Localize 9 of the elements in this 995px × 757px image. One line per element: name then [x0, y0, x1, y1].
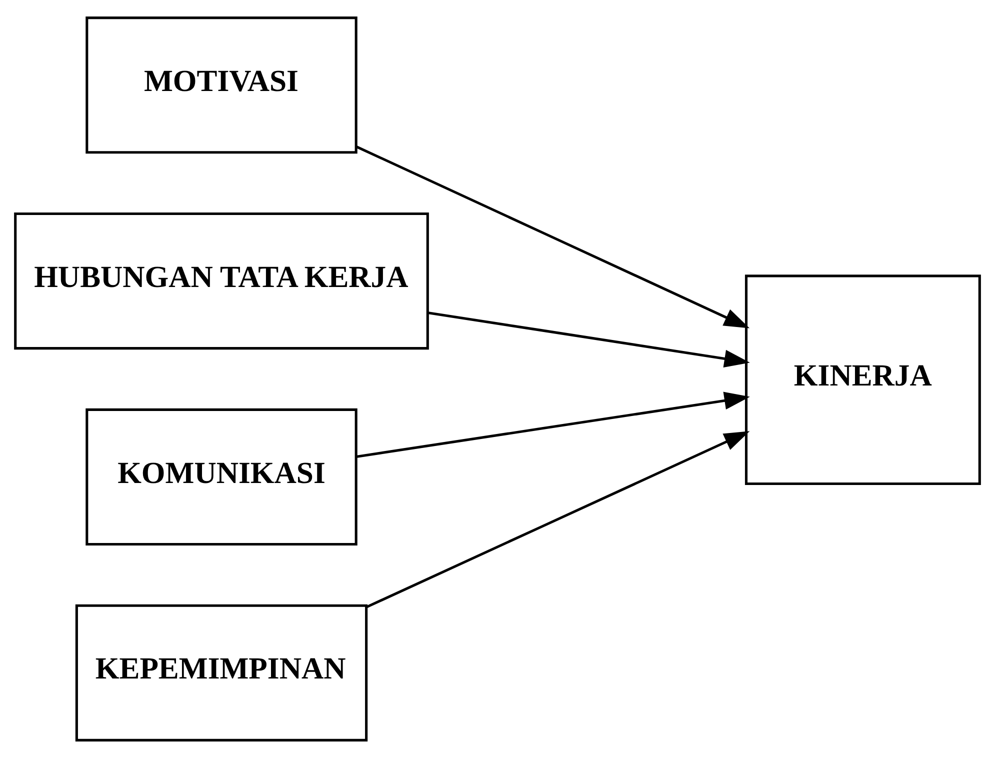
- node-box: MOTIVASI: [86, 16, 358, 154]
- arrow: [356, 144, 750, 328]
- arrow: [428, 310, 750, 368]
- node-box: HUBUNGAN TATA KERJA: [14, 212, 429, 350]
- node-box: KOMUNIKASI: [86, 408, 358, 546]
- arrow: [356, 391, 750, 458]
- node-box: KINERJA: [744, 274, 981, 485]
- node-box: KEPEMIMPINAN: [75, 604, 368, 741]
- arrow: [366, 430, 750, 608]
